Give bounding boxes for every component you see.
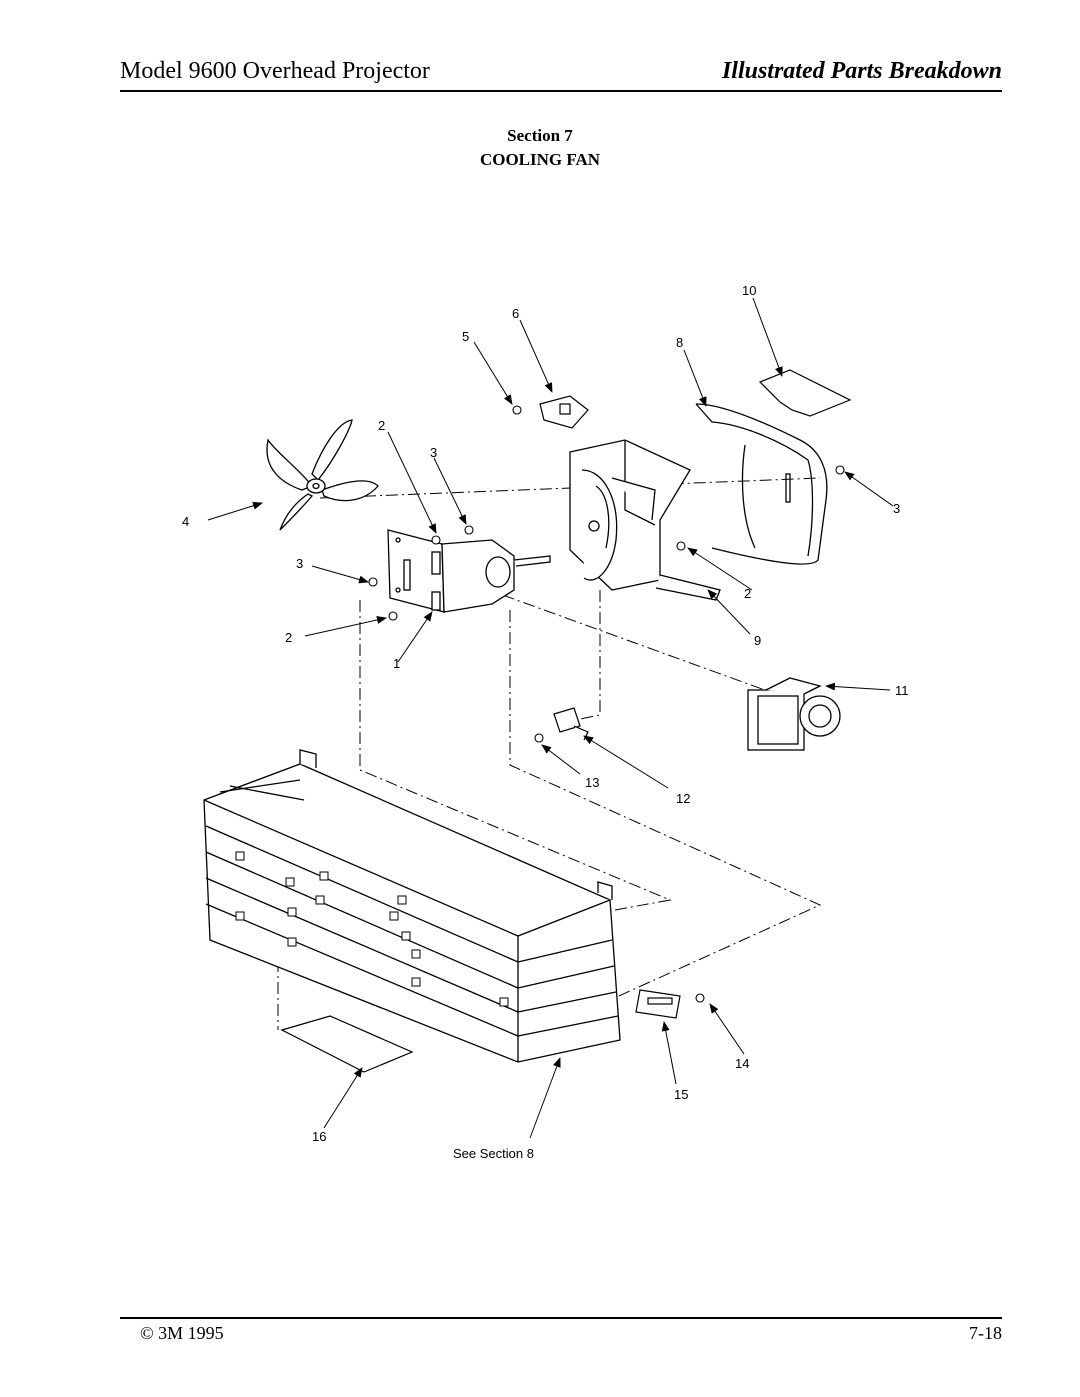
side-bracket bbox=[695, 403, 828, 565]
fan-housing bbox=[569, 439, 721, 601]
motor-bracket bbox=[387, 529, 551, 613]
fan-motor bbox=[747, 677, 841, 751]
callout-15: 15 bbox=[674, 1087, 688, 1102]
document-section-title: Illustrated Parts Breakdown bbox=[721, 58, 1002, 84]
callout-2-left: 2 bbox=[285, 630, 292, 645]
bottom-clip bbox=[635, 989, 681, 1019]
screws bbox=[368, 405, 845, 1003]
callout-3-right: 3 bbox=[893, 501, 900, 516]
grille-tabs bbox=[235, 851, 509, 1007]
section-number: Section 7 bbox=[507, 126, 573, 145]
callout-3-top: 3 bbox=[430, 445, 437, 460]
callout-1: 1 bbox=[393, 656, 400, 671]
thermal-switch bbox=[539, 395, 589, 429]
callout-9: 9 bbox=[754, 633, 761, 648]
capacitor-clip bbox=[553, 707, 589, 741]
header-rule bbox=[120, 90, 1002, 92]
section-name: COOLING FAN bbox=[479, 150, 601, 169]
leader-lines bbox=[207, 297, 894, 1139]
callout-2-right: 2 bbox=[744, 586, 751, 601]
insulator-sheet bbox=[758, 369, 852, 417]
page-number: 7-18 bbox=[969, 1323, 1002, 1343]
callout-2-top: 2 bbox=[378, 418, 385, 433]
fan-blade bbox=[266, 419, 379, 531]
callout-5: 5 bbox=[462, 329, 469, 344]
callout-10: 10 bbox=[742, 283, 756, 298]
callout-3-left: 3 bbox=[296, 556, 303, 571]
callout-12: 12 bbox=[676, 791, 690, 806]
callout-14: 14 bbox=[735, 1056, 749, 1071]
callout-4: 4 bbox=[182, 514, 189, 529]
callout-13: 13 bbox=[585, 775, 599, 790]
copyright: © 3M 1995 bbox=[140, 1323, 224, 1343]
callout-16: 16 bbox=[312, 1129, 326, 1144]
callout-11: 11 bbox=[895, 683, 909, 698]
callout-6: 6 bbox=[512, 306, 519, 321]
see-section-note: See Section 8 bbox=[453, 1146, 534, 1161]
document-title: Model 9600 Overhead Projector bbox=[120, 58, 430, 84]
footer-rule bbox=[120, 1317, 1002, 1319]
callout-8: 8 bbox=[676, 335, 683, 350]
instruction-label bbox=[280, 1015, 414, 1073]
ventilation-grille bbox=[203, 749, 621, 1063]
